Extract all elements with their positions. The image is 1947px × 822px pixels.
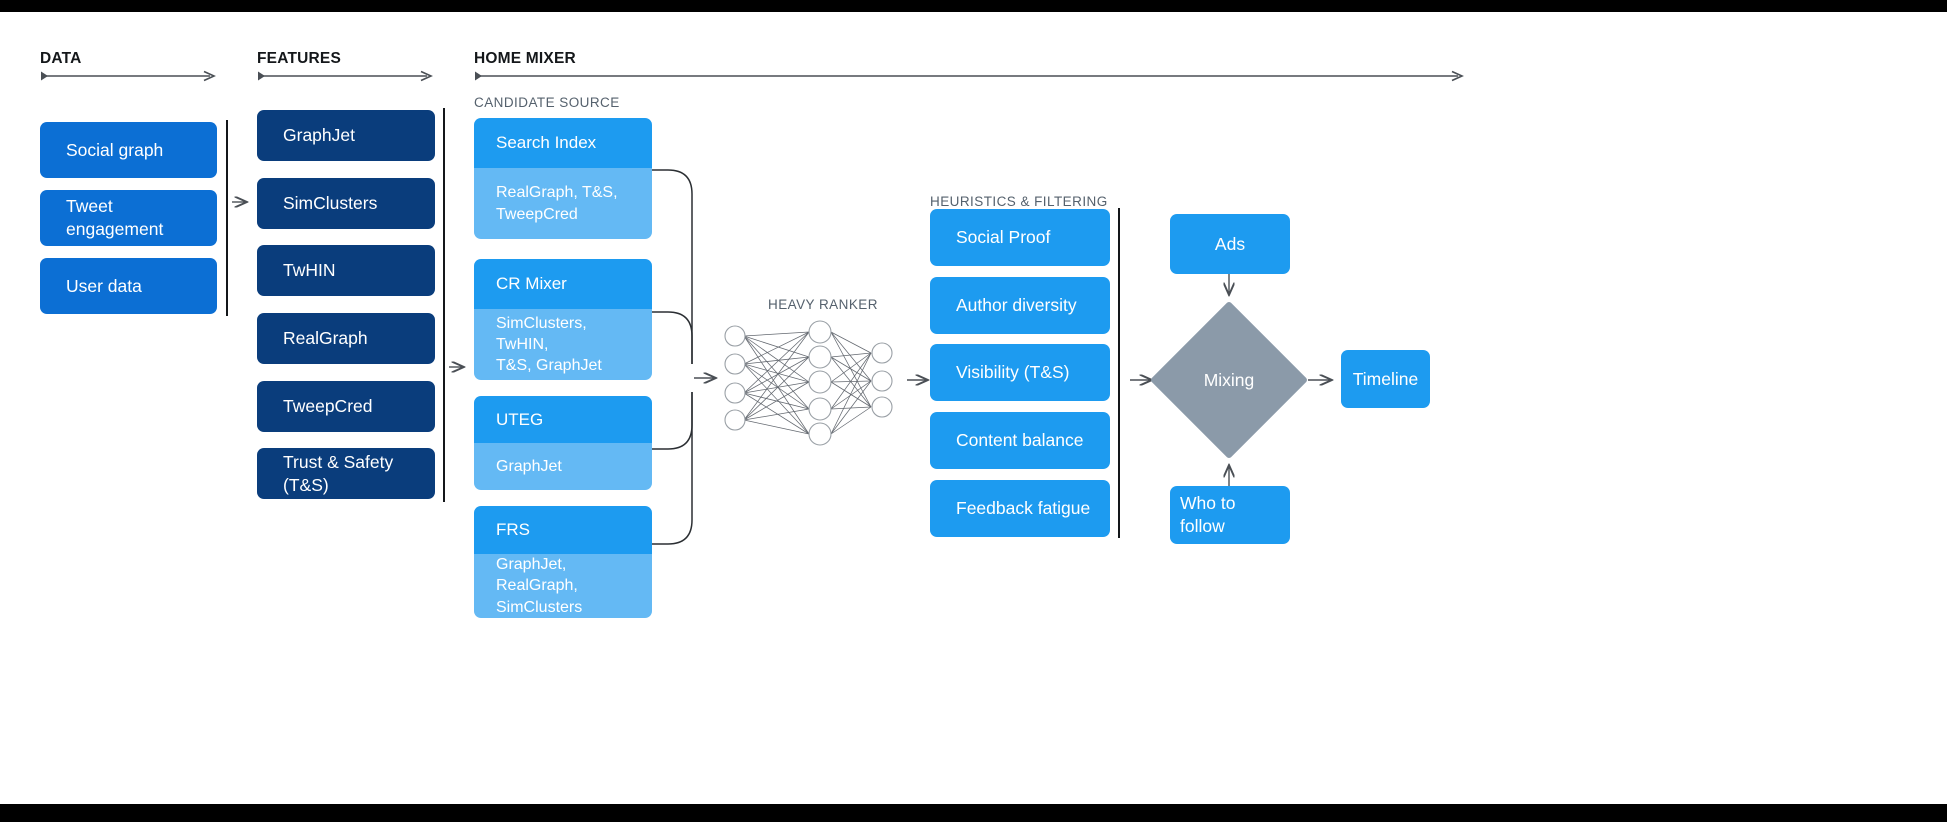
feature-box-1[interactable]: SimClusters bbox=[257, 178, 435, 229]
data-box-1[interactable]: Tweet engagement bbox=[40, 190, 217, 246]
heuristics-box-label: Social Proof bbox=[956, 227, 1051, 248]
feature-box-label: RealGraph bbox=[283, 328, 368, 349]
heuristics-box-4[interactable]: Feedback fatigue bbox=[930, 480, 1110, 537]
heuristics-box-label: Author diversity bbox=[956, 295, 1077, 316]
feature-box-label: GraphJet bbox=[283, 125, 355, 146]
diagram-stage: DATA FEATURES HOME MIXER bbox=[0, 12, 1947, 804]
sublabel-heavy-ranker: HEAVY RANKER bbox=[768, 297, 878, 312]
data-box-0[interactable]: Social graph bbox=[40, 122, 217, 178]
stage-rule-home-mixer bbox=[474, 70, 1474, 82]
timeline-label: Timeline bbox=[1352, 368, 1419, 389]
candidate-source-bus bbox=[652, 169, 693, 545]
heuristics-box-label: Feedback fatigue bbox=[956, 498, 1091, 519]
ads-box[interactable]: Ads bbox=[1170, 214, 1290, 274]
who-to-follow-box[interactable]: Who to follow bbox=[1170, 486, 1290, 544]
candidate-source-title: UTEG bbox=[474, 396, 652, 443]
heuristics-box-label: Visibility (T&S) bbox=[956, 362, 1070, 383]
diagram-canvas: DATA FEATURES HOME MIXER bbox=[0, 12, 1947, 804]
data-box-label: User data bbox=[66, 275, 142, 296]
heuristics-box-label: Content balance bbox=[956, 430, 1084, 451]
stage-header-features: FEATURES bbox=[257, 50, 341, 67]
feature-box-0[interactable]: GraphJet bbox=[257, 110, 435, 161]
feature-box-label: Trust & Safety (T&S) bbox=[283, 451, 394, 495]
nn-nodes bbox=[724, 320, 893, 446]
heuristics-box-0[interactable]: Social Proof bbox=[930, 209, 1110, 266]
sublabel-candidate-source: CANDIDATE SOURCE bbox=[474, 95, 620, 110]
feature-box-label: TweepCred bbox=[283, 396, 373, 417]
heavy-ranker-network bbox=[724, 320, 893, 446]
data-box-label: Social graph bbox=[66, 139, 164, 160]
feature-box-3[interactable]: RealGraph bbox=[257, 313, 435, 364]
ads-label: Ads bbox=[1214, 233, 1246, 254]
stage-rule-data bbox=[40, 70, 220, 82]
candidate-source-title: Search Index bbox=[474, 118, 652, 168]
stage-header-home-mixer: HOME MIXER bbox=[474, 50, 576, 67]
candidate-source-body: GraphJet bbox=[474, 443, 652, 490]
stage-rule-features bbox=[257, 70, 437, 82]
timeline-box[interactable]: Timeline bbox=[1341, 350, 1430, 408]
feature-box-5[interactable]: Trust & Safety (T&S) bbox=[257, 448, 435, 499]
candidate-source-card-3[interactable]: FRS GraphJet, RealGraph, SimClusters bbox=[474, 506, 652, 618]
heuristics-box-3[interactable]: Content balance bbox=[930, 412, 1110, 469]
who-to-follow-label: Who to follow bbox=[1180, 493, 1236, 536]
heuristics-box-2[interactable]: Visibility (T&S) bbox=[930, 344, 1110, 401]
heuristics-box-1[interactable]: Author diversity bbox=[930, 277, 1110, 334]
feature-box-2[interactable]: TwHIN bbox=[257, 245, 435, 296]
data-box-label: Tweet engagement bbox=[66, 196, 164, 239]
candidate-source-title: CR Mixer bbox=[474, 259, 652, 309]
feature-box-label: TwHIN bbox=[283, 260, 336, 281]
candidate-source-body: SimClusters, TwHIN, T&S, GraphJet bbox=[474, 309, 652, 380]
candidate-source-body: RealGraph, T&S, TweepCred bbox=[474, 168, 652, 239]
stage-header-data: DATA bbox=[40, 50, 82, 67]
sublabel-heuristics: HEURISTICS & FILTERING bbox=[930, 194, 1108, 209]
candidate-source-card-0[interactable]: Search Index RealGraph, T&S, TweepCred bbox=[474, 118, 652, 239]
mixing-label: Mixing bbox=[1203, 369, 1255, 390]
separator-heuristics-mixing bbox=[1118, 208, 1120, 538]
candidate-source-card-1[interactable]: CR Mixer SimClusters, TwHIN, T&S, GraphJ… bbox=[474, 259, 652, 380]
candidate-source-body: GraphJet, RealGraph, SimClusters bbox=[474, 554, 652, 618]
data-box-2[interactable]: User data bbox=[40, 258, 217, 314]
separator-data-features bbox=[226, 120, 228, 316]
separator-features-mixer bbox=[443, 108, 445, 502]
candidate-source-title: FRS bbox=[474, 506, 652, 554]
nn-edges bbox=[743, 331, 872, 435]
feature-box-label: SimClusters bbox=[283, 193, 378, 214]
candidate-source-card-2[interactable]: UTEG GraphJet bbox=[474, 396, 652, 490]
feature-box-4[interactable]: TweepCred bbox=[257, 381, 435, 432]
